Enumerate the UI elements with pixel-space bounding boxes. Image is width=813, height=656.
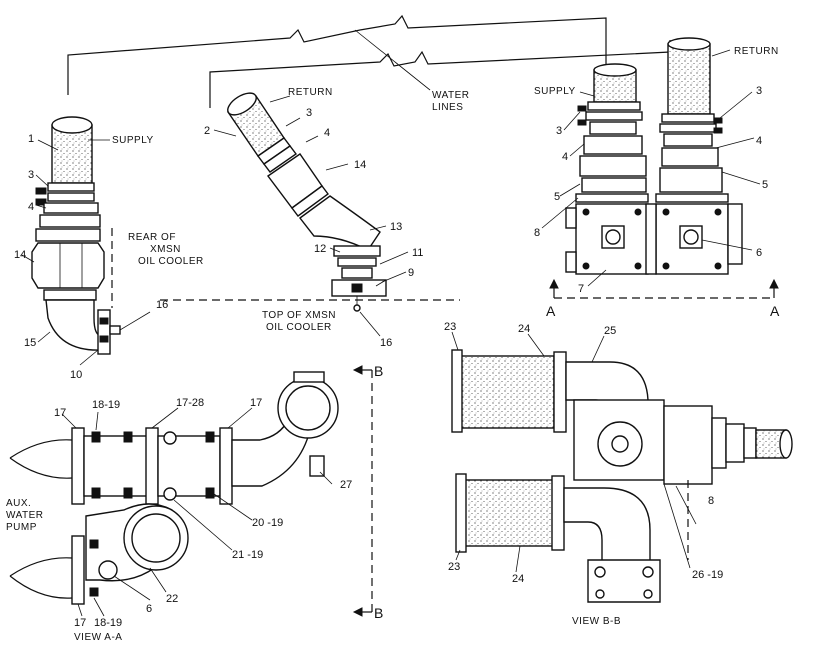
- label-rear-cooler-3: OIL COOLER: [138, 256, 204, 267]
- callout-5-right-b: 5: [554, 191, 560, 203]
- label-water-lines-1: WATER: [432, 90, 470, 101]
- pump-body-bb: [663, 405, 713, 485]
- callout-3-right-a: 3: [756, 85, 762, 97]
- callout-24-top: 24: [518, 323, 530, 335]
- section-a-right: A: [770, 303, 780, 319]
- callout-2: 2: [204, 125, 210, 137]
- nut-left: [31, 242, 105, 289]
- clamp-left-2: [47, 192, 95, 202]
- flange-17b: [145, 427, 159, 505]
- callout-3-right-b: 3: [556, 125, 562, 137]
- flange-17c: [71, 535, 85, 605]
- callout-26-19: 26 -19: [692, 569, 723, 581]
- callout-23-top: 23: [444, 321, 456, 333]
- callout-9: 9: [408, 267, 414, 279]
- callout-15: 15: [24, 337, 36, 349]
- callout-8-right: 8: [534, 227, 540, 239]
- callout-16-mid: 16: [380, 337, 392, 349]
- supply-hose-left: [51, 124, 93, 184]
- callout-8-bb: 8: [708, 495, 714, 507]
- label-top-cooler-2: OIL COOLER: [266, 322, 332, 333]
- callout-13: 13: [390, 221, 402, 233]
- callout-18-19-a: 18-19: [92, 399, 120, 411]
- label-aux-pump-3: PUMP: [6, 522, 37, 533]
- supply-hose-right: [593, 69, 637, 103]
- label-aux-pump-2: WATER: [6, 510, 44, 521]
- right-assembly: [541, 37, 779, 299]
- hose-24-top: [457, 355, 555, 429]
- water-lines: [67, 14, 671, 108]
- callout-17-28: 17-28: [176, 397, 204, 409]
- callout-4-mid: 4: [324, 127, 330, 139]
- text-labels: 1 3 4 14 15 10 16 SUPPLY REAR OF XMSN OI…: [6, 46, 780, 643]
- label-rear-cooler-2: XMSN: [150, 244, 181, 255]
- section-b-bottom: B: [374, 605, 383, 621]
- callout-11: 11: [412, 247, 423, 259]
- callout-6-right: 6: [756, 247, 762, 259]
- view-aa: [9, 365, 373, 617]
- left-assembly: [21, 116, 151, 366]
- callout-27: 27: [340, 479, 352, 491]
- label-supply-left: SUPPLY: [112, 135, 154, 146]
- return-hose-right: [667, 43, 711, 115]
- callout-12: 12: [314, 243, 326, 255]
- callout-1: 1: [28, 133, 34, 145]
- label-return-right: RETURN: [734, 46, 779, 57]
- callout-4-left: 4: [28, 201, 34, 213]
- callout-14-left: 14: [14, 249, 26, 261]
- label-aux-pump-1: AUX.: [6, 498, 31, 509]
- callout-5-right-a: 5: [762, 179, 768, 191]
- callout-4-right-a: 4: [756, 135, 762, 147]
- label-top-cooler-1: TOP OF XMSN: [262, 310, 336, 321]
- view-bb: [451, 331, 793, 603]
- label-rear-cooler-1: REAR OF: [128, 232, 176, 243]
- callout-3-left: 3: [28, 169, 34, 181]
- clamp-left-1: [47, 182, 95, 192]
- callout-16-left: 16: [156, 299, 168, 311]
- callout-3-mid: 3: [306, 107, 312, 119]
- flange-17d: [219, 427, 233, 505]
- label-water-lines-2: LINES: [432, 102, 463, 113]
- callout-10: 10: [70, 369, 82, 381]
- callout-14-mid: 14: [354, 159, 366, 171]
- middle-assembly: [160, 92, 460, 337]
- callout-17-a: 17: [54, 407, 66, 419]
- callout-21-19: 21 -19: [232, 549, 263, 561]
- hose-24-bottom: [463, 479, 555, 547]
- section-a-left: A: [546, 303, 556, 319]
- label-view-bb: VIEW B-B: [572, 616, 621, 627]
- callout-17-c: 17: [74, 617, 86, 629]
- label-supply-right: SUPPLY: [534, 86, 576, 97]
- callout-18-19-b: 18-19: [94, 617, 122, 629]
- callout-20-19: 20 -19: [252, 517, 283, 529]
- elbow-mid: [299, 195, 381, 251]
- section-b-top: B: [374, 363, 383, 379]
- callout-24-bottom: 24: [512, 573, 524, 585]
- label-return-mid: RETURN: [288, 87, 333, 98]
- callout-22: 22: [166, 593, 178, 605]
- flange-left: [97, 309, 111, 355]
- callout-17-b: 17: [250, 397, 262, 409]
- flange-17a: [71, 427, 85, 505]
- callout-7: 7: [578, 283, 584, 295]
- callout-25: 25: [604, 325, 616, 337]
- callout-23-bottom: 23: [448, 561, 460, 573]
- callout-6-aa: 6: [146, 603, 152, 615]
- label-view-aa: VIEW A-A: [74, 632, 122, 643]
- callout-4-right-b: 4: [562, 151, 568, 163]
- elbow-left: [45, 299, 103, 351]
